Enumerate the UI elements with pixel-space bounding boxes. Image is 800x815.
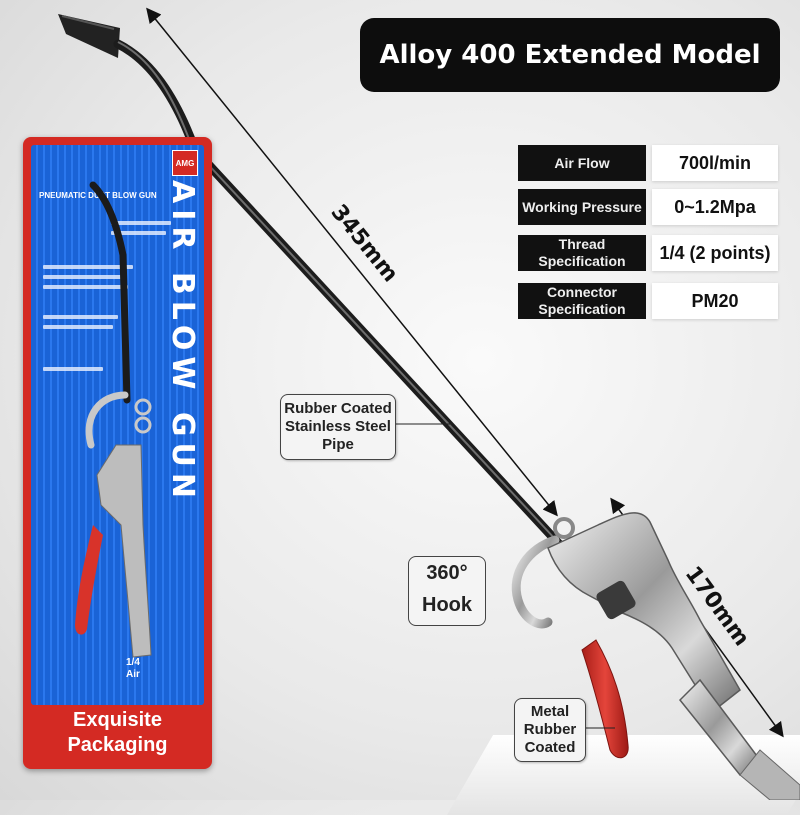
packaging-air-note: Air: [126, 669, 140, 680]
pipe-material-callout: Rubber Coated Stainless Steel Pipe: [280, 394, 396, 460]
product-title: Alloy 400 Extended Model: [360, 18, 780, 92]
pipe-dimension-line: [146, 7, 558, 517]
spec-label: Working Pressure: [518, 189, 646, 225]
spec-row-working-pressure: Working Pressure 0~1.2Mpa: [518, 189, 778, 225]
spec-row-thread-specification: Thread Specification 1/4 (2 points): [518, 235, 778, 271]
hook: [511, 535, 560, 629]
packaging-text-bar: [43, 275, 123, 279]
connector-tail: [739, 749, 800, 800]
hook-ring: [553, 517, 575, 539]
spec-value: 700l/min: [652, 145, 778, 181]
spec-value: PM20: [652, 283, 778, 319]
packaging-text-bar: [111, 231, 166, 235]
spec-label: Connector Specification: [518, 283, 646, 319]
spec-value: 1/4 (2 points): [652, 235, 778, 271]
packaging-text-bar: [43, 285, 128, 289]
red-trigger-grip: [581, 639, 629, 759]
amg-badge: AMG: [172, 150, 198, 176]
packaging-text-bar: [43, 367, 103, 371]
packaging-caption: Exquisite Packaging: [67, 709, 168, 756]
packaging-text-bar: [43, 315, 118, 319]
spec-row-connector-specification: Connector Specification PM20: [518, 283, 778, 319]
spec-row-air-flow: Air Flow 700l/min: [518, 145, 778, 181]
spec-label: Thread Specification: [518, 235, 646, 271]
packaging-brand-text: AIR BLOW GUN: [165, 180, 200, 504]
packaging-text-bar: [111, 221, 171, 225]
spec-label: Air Flow: [518, 145, 646, 181]
hook-callout: 360° Hook: [408, 556, 486, 626]
packaging-text-bar: [43, 325, 113, 329]
packaging-text-bar: [43, 265, 133, 269]
packaging-thread-note: 1/4: [126, 657, 140, 668]
nozzle-tip: [58, 14, 120, 58]
packaging-window: PNEUMATIC DUST BLOW GUN 1/4 Air: [31, 145, 204, 705]
trigger-material-callout: Metal Rubber Coated: [514, 698, 586, 762]
packaged-gun-icon: [75, 181, 152, 658]
spec-value: 0~1.2Mpa: [652, 189, 778, 225]
